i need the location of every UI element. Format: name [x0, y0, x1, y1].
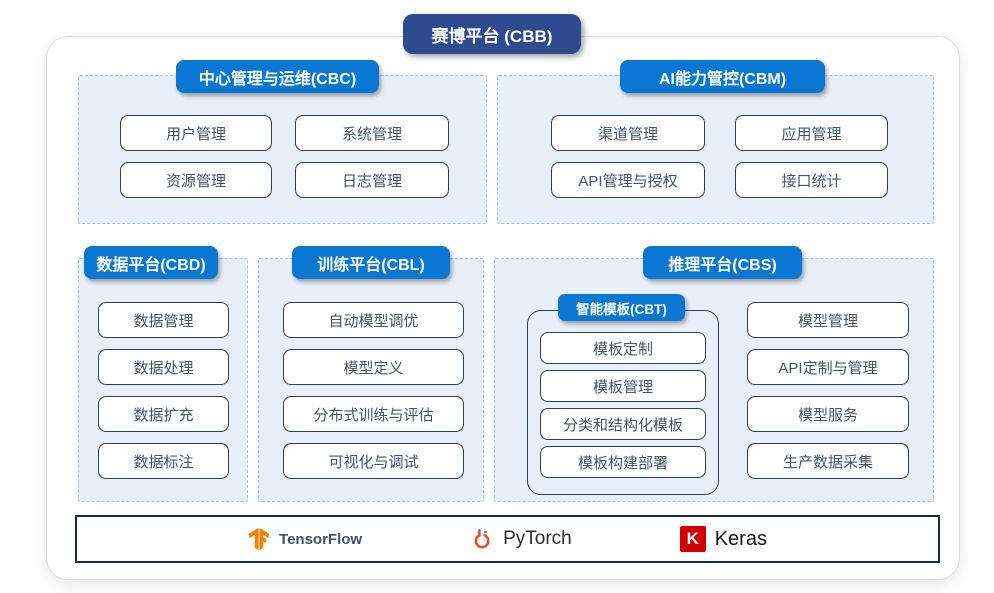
pytorch-logo: PyTorch [470, 527, 572, 551]
item-production-data-collection: 生产数据采集 [747, 443, 909, 479]
panel-cbs-header: 推理平台(CBS) [643, 246, 802, 279]
keras-icon: K [679, 526, 706, 552]
item-template-customization: 模板定制 [540, 332, 706, 364]
item-classification-structured-templates: 分类和结构化模板 [540, 408, 706, 440]
tensorflow-logo: TensorFlow [248, 528, 362, 550]
item-model-management: 模型管理 [747, 302, 909, 338]
item-data-augmentation: 数据扩充 [98, 396, 229, 432]
item-channel-management: 渠道管理 [551, 115, 705, 151]
item-api-management-authorization: API管理与授权 [551, 162, 705, 198]
frameworks-bar: TensorFlow PyTorch K Keras [75, 515, 940, 563]
item-template-management: 模板管理 [540, 370, 706, 402]
panel-cbc-header: 中心管理与运维(CBC) [176, 60, 379, 93]
item-auto-model-tuning: 自动模型调优 [283, 302, 464, 338]
pytorch-label: PyTorch [503, 528, 572, 549]
frame-cbt-header-label: 智能模板(CBT) [576, 301, 667, 317]
item-template-build-deploy: 模板构建部署 [540, 446, 706, 478]
panel-cbl-header: 训练平台(CBL) [292, 246, 450, 279]
item-log-management: 日志管理 [295, 162, 449, 198]
panel-cbm-header: AI能力管控(CBM) [620, 60, 825, 93]
pytorch-icon [470, 527, 494, 551]
panel-cbd-header-label: 数据平台(CBD) [96, 256, 206, 274]
panel-cbm-header-label: AI能力管控(CBM) [658, 70, 787, 88]
item-model-service: 模型服务 [747, 396, 909, 432]
item-resource-management: 资源管理 [120, 162, 272, 198]
tensorflow-icon [248, 528, 270, 550]
item-data-annotation: 数据标注 [98, 443, 229, 479]
frame-cbt-header: 智能模板(CBT) [558, 294, 685, 321]
tensorflow-label: TensorFlow [279, 530, 363, 548]
item-system-management: 系统管理 [295, 115, 449, 151]
platform-title-label: 赛博平台 (CBB) [431, 26, 553, 46]
keras-logo: K Keras [679, 526, 767, 552]
item-data-processing: 数据处理 [98, 349, 229, 385]
panel-cbd-header: 数据平台(CBD) [84, 246, 218, 279]
item-interface-statistics: 接口统计 [735, 162, 888, 198]
platform-title: 赛博平台 (CBB) [403, 14, 581, 54]
panel-cbs-header-label: 推理平台(CBS) [668, 256, 777, 274]
item-application-management: 应用管理 [735, 115, 888, 151]
item-model-definition: 模型定义 [283, 349, 464, 385]
item-visualization-debugging: 可视化与调试 [283, 443, 464, 479]
item-distributed-training-evaluation: 分布式训练与评估 [283, 396, 464, 432]
item-data-management: 数据管理 [98, 302, 229, 338]
panel-cbc-header-label: 中心管理与运维(CBC) [198, 70, 357, 88]
keras-label: Keras [714, 527, 767, 550]
item-api-customization-management: API定制与管理 [747, 349, 909, 385]
item-user-management: 用户管理 [120, 115, 272, 151]
panel-cbl-header-label: 训练平台(CBL) [317, 256, 425, 274]
